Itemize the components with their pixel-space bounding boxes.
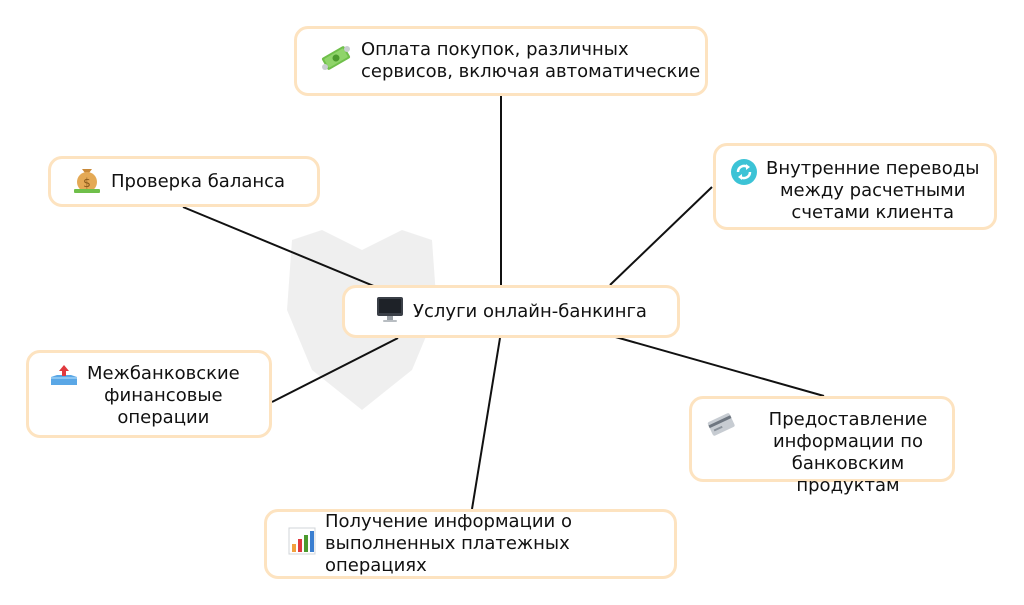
connector-balance — [182, 206, 406, 300]
connector-products — [611, 335, 825, 397]
node-interbank-label: Межбанковские финансовые операции — [87, 363, 240, 428]
node-balance: $ Проверка баланса — [48, 156, 320, 207]
node-ops: Получение информации о выполненных плате… — [264, 509, 677, 579]
money-bag-icon: $ — [71, 163, 103, 201]
credit-card-icon — [706, 409, 736, 445]
connector-interbank — [271, 337, 399, 403]
node-transfers: Внутренние переводы между расчетными сче… — [713, 143, 997, 230]
node-payments: Оплата покупок, различных сервисов, вклю… — [294, 26, 708, 96]
connector-transfers — [609, 186, 713, 286]
node-interbank: Межбанковские финансовые операции — [26, 350, 272, 438]
connector-ops — [471, 337, 501, 510]
node-balance-label: Проверка баланса — [111, 170, 286, 192]
center-node-label: Услуги онлайн-банкинга — [413, 300, 647, 322]
refresh-arrows-icon — [730, 158, 758, 192]
center-node: Услуги онлайн-банкинга — [342, 285, 680, 338]
computer-monitor-icon — [375, 294, 405, 330]
node-ops-label: Получение информации о выполненных плате… — [325, 511, 572, 576]
node-products: Предоставление информации по банковским … — [689, 396, 955, 496]
svg-text:$: $ — [83, 176, 91, 190]
node-payments-label: Оплата покупок, различных сервисов, вклю… — [361, 39, 701, 82]
outbox-tray-icon — [49, 363, 79, 395]
node-transfers-label: Внутренние переводы между расчетными сче… — [766, 158, 980, 223]
money-banknotes-icon — [319, 41, 353, 81]
node-products-label: Предоставление информации по банковским … — [768, 409, 928, 496]
bar-chart-icon — [287, 526, 317, 562]
